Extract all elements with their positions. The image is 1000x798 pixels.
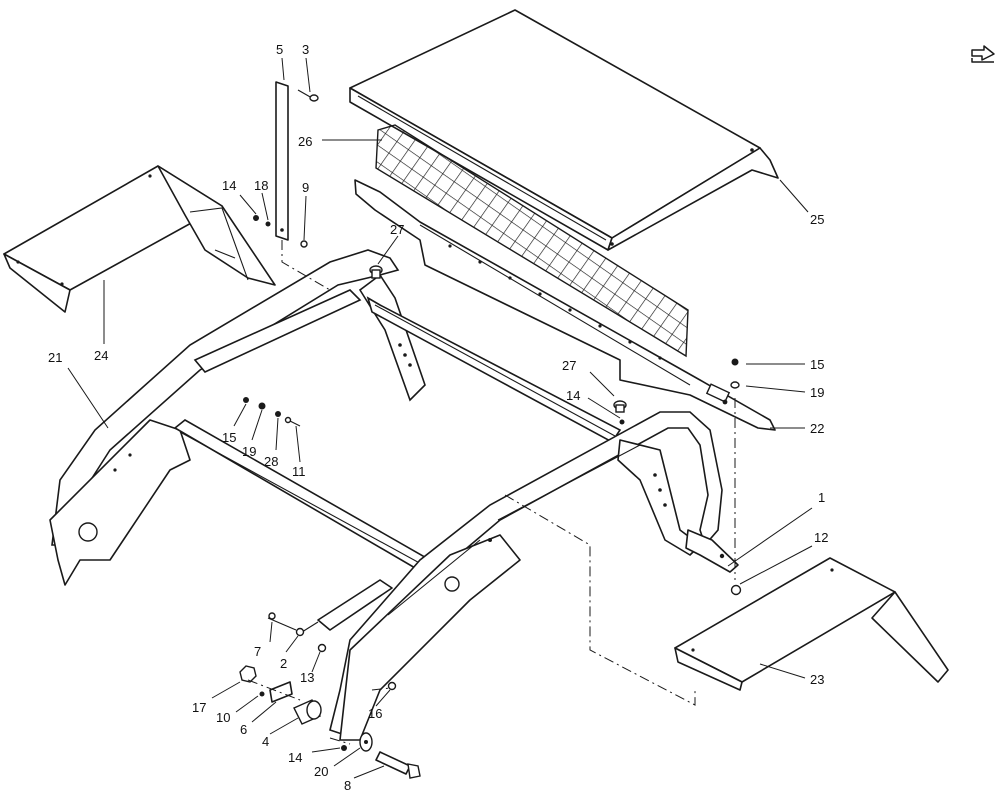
roll-frame xyxy=(49,249,723,741)
callout-25: 25 xyxy=(810,212,824,227)
callout-13: 13 xyxy=(300,670,314,685)
callout-28: 28 xyxy=(264,454,278,469)
washer-14b xyxy=(619,419,625,425)
callout-16: 16 xyxy=(368,706,382,721)
hardware-10-6 xyxy=(259,681,293,703)
callout-27-center: 27 xyxy=(562,358,576,373)
grommet-27a xyxy=(369,265,383,279)
callout-5: 5 xyxy=(276,42,283,57)
bolt-7 xyxy=(267,612,297,631)
callout-14-center: 14 xyxy=(566,388,580,403)
leader-lines xyxy=(67,57,813,779)
callout-20: 20 xyxy=(314,764,328,779)
callout-6: 6 xyxy=(240,722,247,737)
gas-strut xyxy=(295,579,393,637)
return-arrow-icon[interactable] xyxy=(971,45,995,63)
callout-17: 17 xyxy=(192,700,206,715)
callout-22: 22 xyxy=(810,421,824,436)
callout-12: 12 xyxy=(814,530,828,545)
pin-3 xyxy=(297,89,319,102)
callout-23: 23 xyxy=(810,672,824,687)
callout-1: 1 xyxy=(818,490,825,505)
rear-bracket-rail xyxy=(354,179,776,431)
callout-labels: 1 2 3 4 5 6 7 8 9 10 11 12 13 14 14 14 1… xyxy=(48,42,828,793)
callout-7: 7 xyxy=(254,644,261,659)
nut-17 xyxy=(239,665,257,683)
left-side-panel xyxy=(3,165,276,313)
nut-13 xyxy=(317,643,327,653)
hardware-stack-15-19 xyxy=(730,358,740,389)
assembly-centerlines xyxy=(247,240,736,745)
mesh-screen xyxy=(375,124,689,358)
callout-8: 8 xyxy=(344,778,351,793)
washer-14c xyxy=(341,745,347,751)
callout-19-left: 19 xyxy=(242,444,256,459)
callout-4: 4 xyxy=(262,734,269,749)
callout-11: 11 xyxy=(292,464,306,479)
callout-14-bottom: 14 xyxy=(288,750,302,765)
bushing-4 xyxy=(293,699,322,725)
callout-21: 21 xyxy=(48,350,62,365)
callout-2: 2 xyxy=(280,656,287,671)
callout-27-top: 27 xyxy=(390,222,404,237)
right-mount-bracket xyxy=(685,529,739,573)
callout-15-right: 15 xyxy=(810,357,824,372)
bolt-16 xyxy=(387,681,397,691)
callout-9: 9 xyxy=(302,180,309,195)
callout-24: 24 xyxy=(94,348,108,363)
nut-12 xyxy=(730,584,742,596)
callout-10: 10 xyxy=(216,710,230,725)
roof-panel xyxy=(349,9,779,251)
hardware-14-18 xyxy=(253,215,271,227)
callout-15-left: 15 xyxy=(222,430,236,445)
washer-20 xyxy=(359,732,373,752)
hardware-stack-15-19-28-11 xyxy=(243,397,301,427)
callout-18: 18 xyxy=(254,178,268,193)
callout-26: 26 xyxy=(298,134,312,149)
callout-19-right: 19 xyxy=(810,385,824,400)
grommet-27b xyxy=(613,400,627,413)
vertical-strut xyxy=(275,81,289,241)
bolt-9 xyxy=(300,240,308,248)
right-side-panel xyxy=(674,557,949,691)
bolt-8 xyxy=(375,751,421,779)
callout-14-left: 14 xyxy=(222,178,236,193)
callout-3: 3 xyxy=(302,42,309,57)
